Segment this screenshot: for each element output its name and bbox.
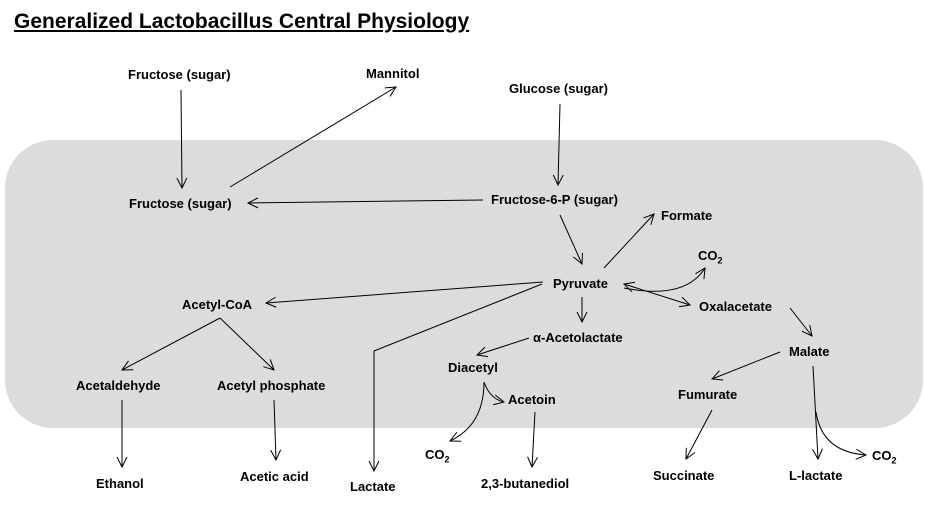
node-co2-malate: CO2 <box>872 448 897 466</box>
node-acetyl-coa: Acetyl-CoA <box>182 297 253 312</box>
arrow-f6p-to-pyruvate <box>559 214 582 264</box>
node-fructose-outside: Fructose (sugar) <box>128 67 231 82</box>
arrow-diacetyl-to-co2 <box>450 381 485 441</box>
cell-region <box>5 140 923 428</box>
node-co2-diacetyl: CO2 <box>425 447 450 465</box>
node-acetoin: Acetoin <box>508 392 556 407</box>
node-fructose-6-p: Fructose-6-P (sugar) <box>491 192 618 207</box>
arrow-f6p-to-fructose <box>248 200 484 203</box>
arrow-oxalacetate-to-malate <box>789 307 812 336</box>
arrow-fructose-transport <box>181 89 182 188</box>
arrow-fumurate-to-succinate <box>686 409 713 459</box>
node-formate: Formate <box>661 208 713 223</box>
arrow-acetyl-coa-to-acetyl-phosphate <box>219 317 274 370</box>
node-alpha-acetolactate: α-Acetolactate <box>533 330 623 345</box>
arrow-pyruvate-to-formate <box>603 214 654 269</box>
arrow-glucose-to-f6p <box>558 103 560 185</box>
node-malate: Malate <box>789 344 830 359</box>
node-fructose-inside: Fructose (sugar) <box>129 196 232 211</box>
arrow-pyruvate-oxalacetate <box>624 284 690 305</box>
node-acetic-acid: Acetic acid <box>240 469 309 484</box>
node-oxalacetate: Oxalacetate <box>699 299 772 314</box>
arrow-malate-to-co2 <box>815 411 866 455</box>
arrow-malate-to-l-lactate <box>813 365 818 459</box>
diagram-title: Generalized Lactobacillus Central Physio… <box>14 10 470 33</box>
arrow-malate-to-fumurate <box>712 351 781 379</box>
node-acetyl-phosphate: Acetyl phosphate <box>217 378 326 393</box>
node-pyruvate: Pyruvate <box>553 276 608 291</box>
node-ethanol: Ethanol <box>96 476 144 491</box>
node-mannitol: Mannitol <box>366 66 420 81</box>
node-lactate: Lactate <box>350 479 396 494</box>
arrow-acetyl-phosphate-to-acetic-acid <box>274 399 276 460</box>
node-acetaldehyde: Acetaldehyde <box>76 378 161 393</box>
node-glucose-outside: Glucose (sugar) <box>509 81 608 96</box>
node-l-lactate: L-lactate <box>789 468 843 483</box>
arrow-acetolactate-to-diacetyl <box>477 337 530 355</box>
arrow-acetyl-coa-to-acetaldehyde <box>122 317 221 370</box>
node-succinate: Succinate <box>653 468 715 483</box>
node-fumurate: Fumurate <box>678 387 738 402</box>
node-butanediol: 2,3-butanediol <box>481 476 570 491</box>
arrow-pyruvate-to-lactate <box>374 283 543 471</box>
node-co2-pyruvate: CO2 <box>698 248 723 266</box>
node-diacetyl: Diacetyl <box>448 360 498 375</box>
arrow-acetoin-to-butanediol <box>532 411 535 467</box>
arrow-pyruvate-to-acetyl-coa <box>266 281 544 303</box>
arrow-fructose-to-mannitol <box>229 87 396 188</box>
arrow-diacetyl-to-acetoin <box>483 381 504 402</box>
